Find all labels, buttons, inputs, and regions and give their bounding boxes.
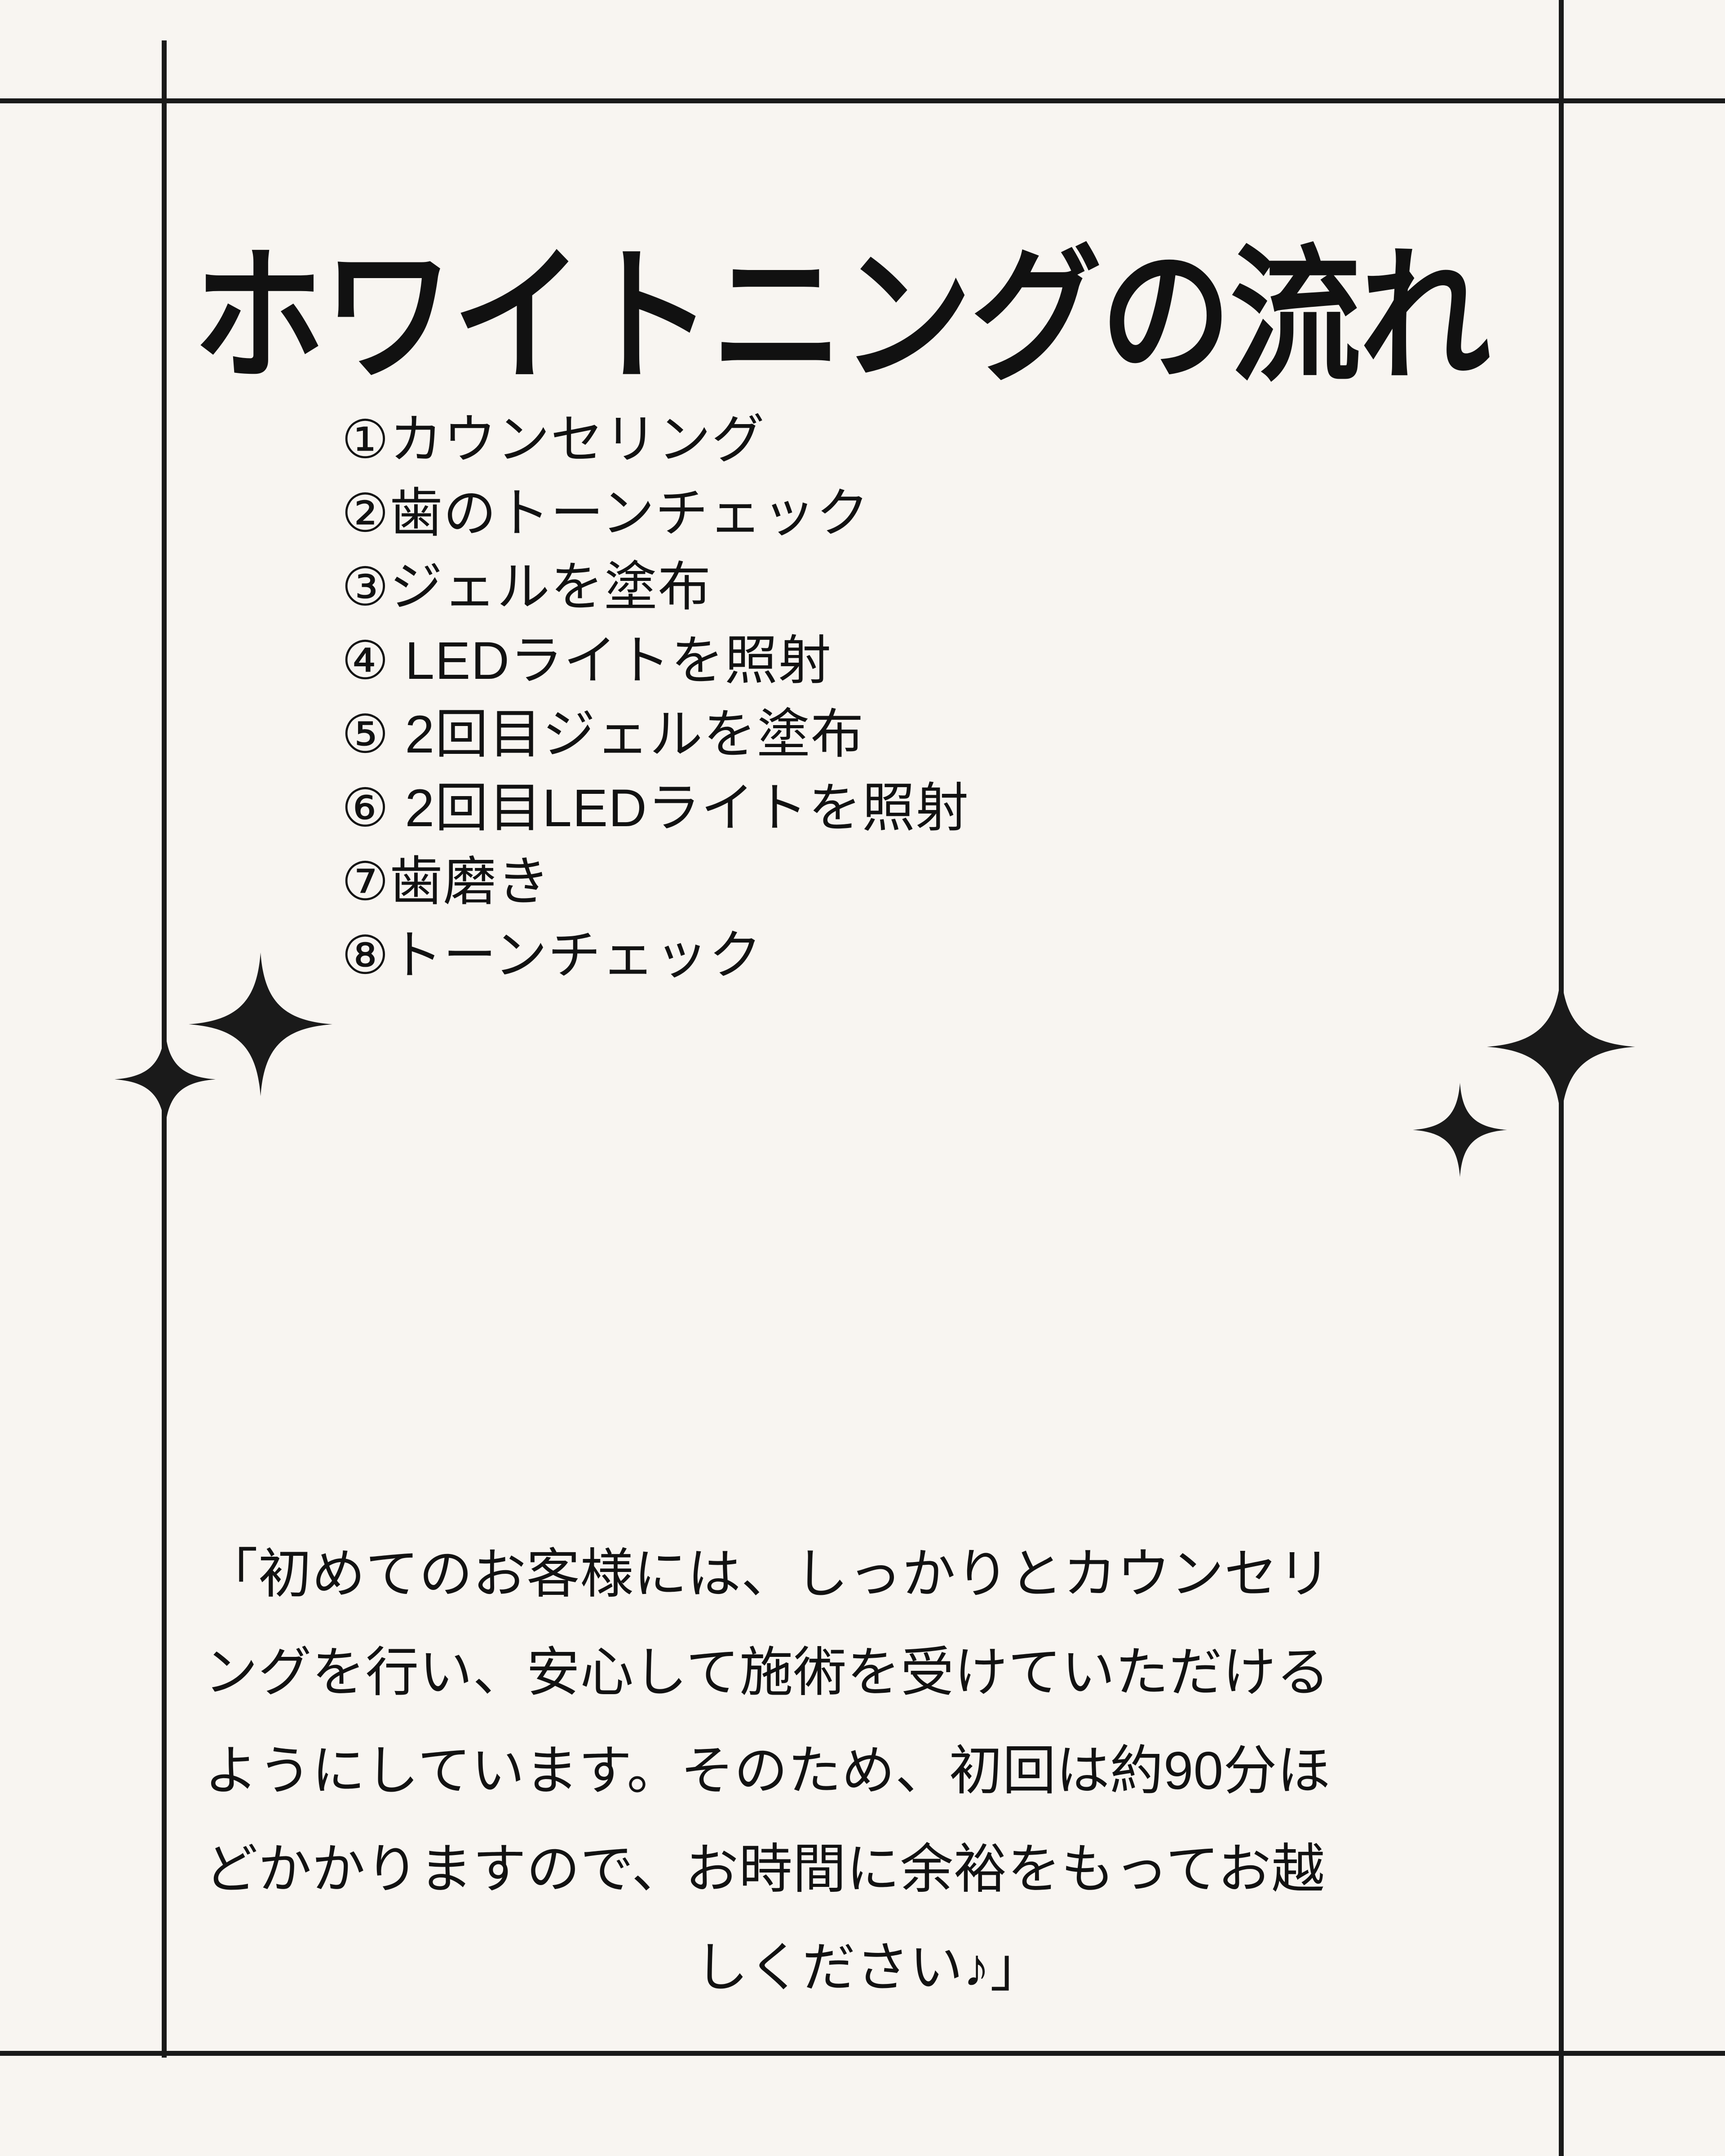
list-item: ⑧トーンチェック [341,926,763,985]
note-line: 「初めてのお客様には、しっかりとカウンセリ [204,1544,1331,1604]
note-line: しください♪」 [694,1937,1044,1997]
list-item: ④ LEDライトを照射 [341,631,832,691]
list-item: ③ジェルを塗布 [341,558,712,617]
rule-top-horizontal [0,98,1725,103]
page-title: ホワイトニングの流れ [193,234,1491,398]
note-paragraph: 「初めてのお客様には、しっかりとカウンセリ ングを行い、安心して施術を受けていた… [204,1525,1534,2017]
list-item: ②歯のトーンチェック [341,484,870,543]
list-item: ⑤ 2回目ジェルを塗布 [341,705,864,764]
list-item: ⑦歯磨き [341,852,551,912]
procedure-step-list: ①カウンセリング ②歯のトーンチェック ③ジェルを塗布 ④ LEDライトを照射 … [341,413,1464,1003]
rule-bottom-horizontal [0,2051,1725,2056]
list-item: ⑥ 2回目LEDライトを照射 [341,779,969,838]
note-line: ようにしています。そのため、初回は約90分ほ [204,1740,1331,1801]
list-item: ①カウンセリング [341,410,765,469]
note-line: どかかりますので、お時間に余裕をもってお越 [204,1839,1325,1899]
note-line: ングを行い、安心して施術を受けていただける [204,1642,1330,1702]
